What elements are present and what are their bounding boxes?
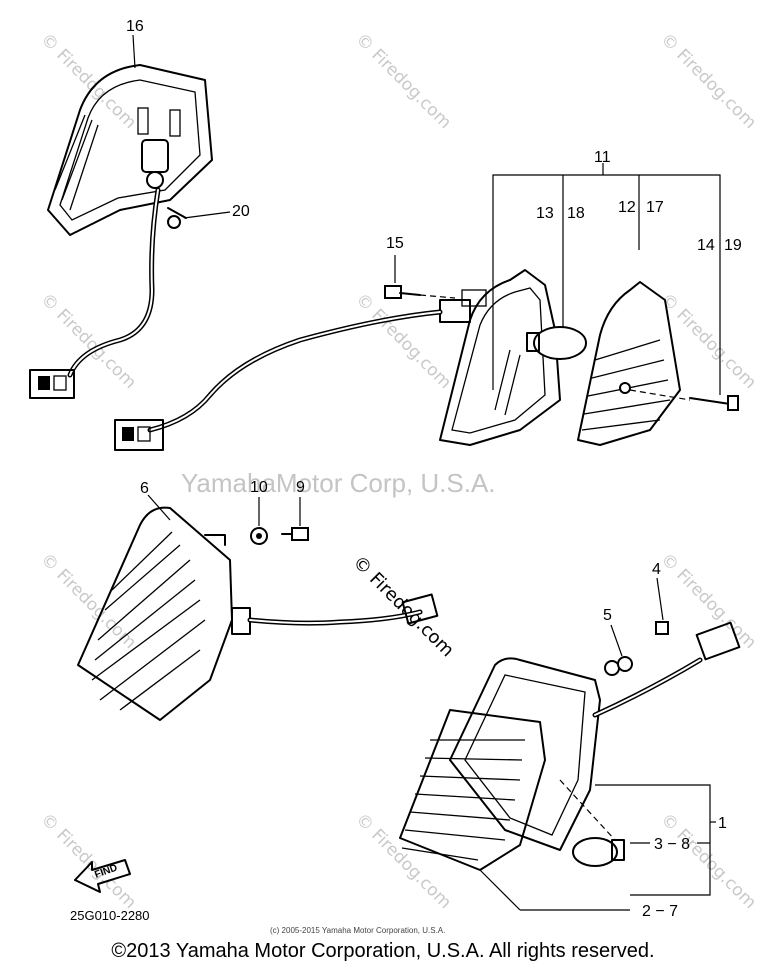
part-11-turn-signal-housing bbox=[439, 269, 561, 446]
watermark-site: © Firedog.com bbox=[351, 809, 455, 913]
watermark-site: © Firedog.com bbox=[36, 549, 140, 653]
connector-1 bbox=[695, 621, 741, 661]
watermark-site: © Firedog.com bbox=[36, 289, 140, 393]
part-15-screw bbox=[384, 255, 456, 299]
connector-11 bbox=[114, 419, 164, 451]
watermark-site: © Firedog.com bbox=[656, 809, 760, 913]
part-3-bulb bbox=[559, 779, 625, 867]
callout-20: 20 bbox=[232, 203, 250, 220]
callout-1: 1 bbox=[718, 815, 727, 832]
watermark-main: YamahaMotor Corp, U.S.A. bbox=[181, 468, 496, 498]
watermark-site: © Firedog.com bbox=[656, 29, 760, 133]
callout-6: 6 bbox=[140, 480, 149, 497]
connector-16 bbox=[29, 369, 75, 399]
part-18-bulb bbox=[526, 326, 587, 360]
callout-16: 16 bbox=[126, 18, 144, 35]
callout-5: 5 bbox=[603, 607, 612, 624]
callout-18: 18 bbox=[567, 205, 585, 222]
part-14-screw bbox=[689, 395, 739, 411]
part-5-nut bbox=[610, 624, 633, 672]
small-copyright: (c) 2005-2015 Yamaha Motor Corporation, … bbox=[270, 926, 445, 935]
callout-13: 13 bbox=[536, 205, 554, 222]
watermark-site: © Firedog.com bbox=[351, 29, 455, 133]
callout-12: 12 bbox=[618, 199, 636, 216]
diagram-code: 25G010-2280 bbox=[70, 908, 150, 923]
part-1-turn-signal-housing bbox=[449, 657, 620, 851]
callout-14: 14 bbox=[697, 237, 715, 254]
callout-15: 15 bbox=[386, 235, 404, 252]
part-9-screw bbox=[281, 497, 309, 541]
connector-6 bbox=[401, 593, 439, 625]
callout-11: 11 bbox=[594, 149, 611, 166]
callout-17: 17 bbox=[646, 199, 664, 216]
callout-2-7: 2 − 7 bbox=[642, 903, 678, 920]
part-20-screw bbox=[167, 207, 231, 229]
callout-9: 9 bbox=[296, 479, 305, 496]
callout-4: 4 bbox=[652, 561, 661, 578]
part-6-turn-signal bbox=[77, 506, 251, 721]
parts-diagram: © Firedog.com © Firedog.com © Firedog.co… bbox=[29, 18, 760, 935]
callout-10: 10 bbox=[250, 479, 268, 496]
part-10-nut bbox=[250, 497, 268, 545]
part-16-rear-lamp bbox=[47, 64, 213, 236]
watermark-site: © Firedog.com bbox=[656, 549, 760, 653]
part-12-lens bbox=[577, 281, 681, 446]
callout-19: 19 bbox=[724, 237, 742, 254]
part-4-screw bbox=[655, 577, 669, 635]
footer-copyright: ©2013 Yamaha Motor Corporation, U.S.A. A… bbox=[111, 940, 655, 962]
callout-3-8: 3 − 8 bbox=[654, 836, 690, 853]
